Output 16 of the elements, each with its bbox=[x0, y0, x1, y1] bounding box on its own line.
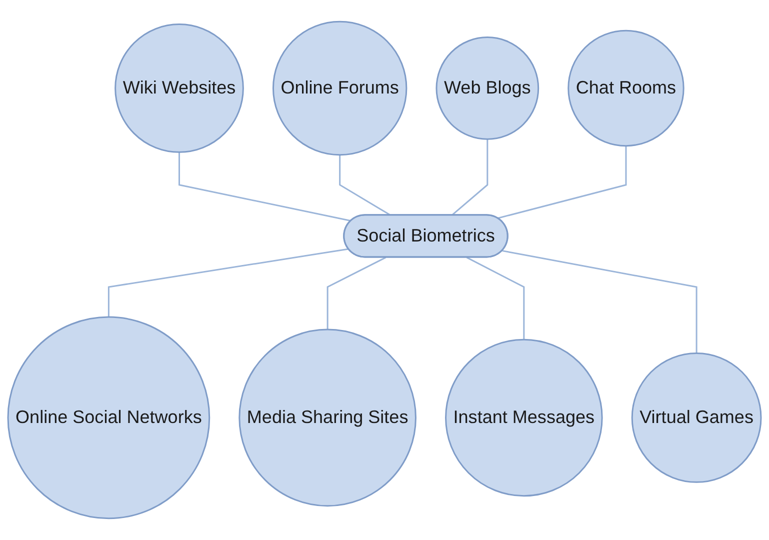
node-circle: Chat Rooms bbox=[568, 30, 684, 147]
node-circle: Wiki Websites bbox=[114, 24, 244, 153]
connector bbox=[466, 256, 525, 340]
node-circle: Online Forums bbox=[272, 20, 408, 156]
connector bbox=[326, 256, 386, 330]
connector bbox=[339, 154, 392, 216]
connector bbox=[497, 146, 627, 219]
connector bbox=[178, 152, 352, 222]
connector bbox=[108, 248, 349, 318]
node-circle: Web Blogs bbox=[436, 36, 540, 140]
node-circle: Media Sharing Sites bbox=[238, 328, 416, 507]
connector bbox=[451, 139, 488, 216]
node-circle: Online Social Networks bbox=[7, 316, 210, 520]
connector bbox=[502, 250, 698, 354]
node-circle: Virtual Games bbox=[631, 352, 762, 483]
node-circle: Instant Messages bbox=[445, 338, 603, 497]
